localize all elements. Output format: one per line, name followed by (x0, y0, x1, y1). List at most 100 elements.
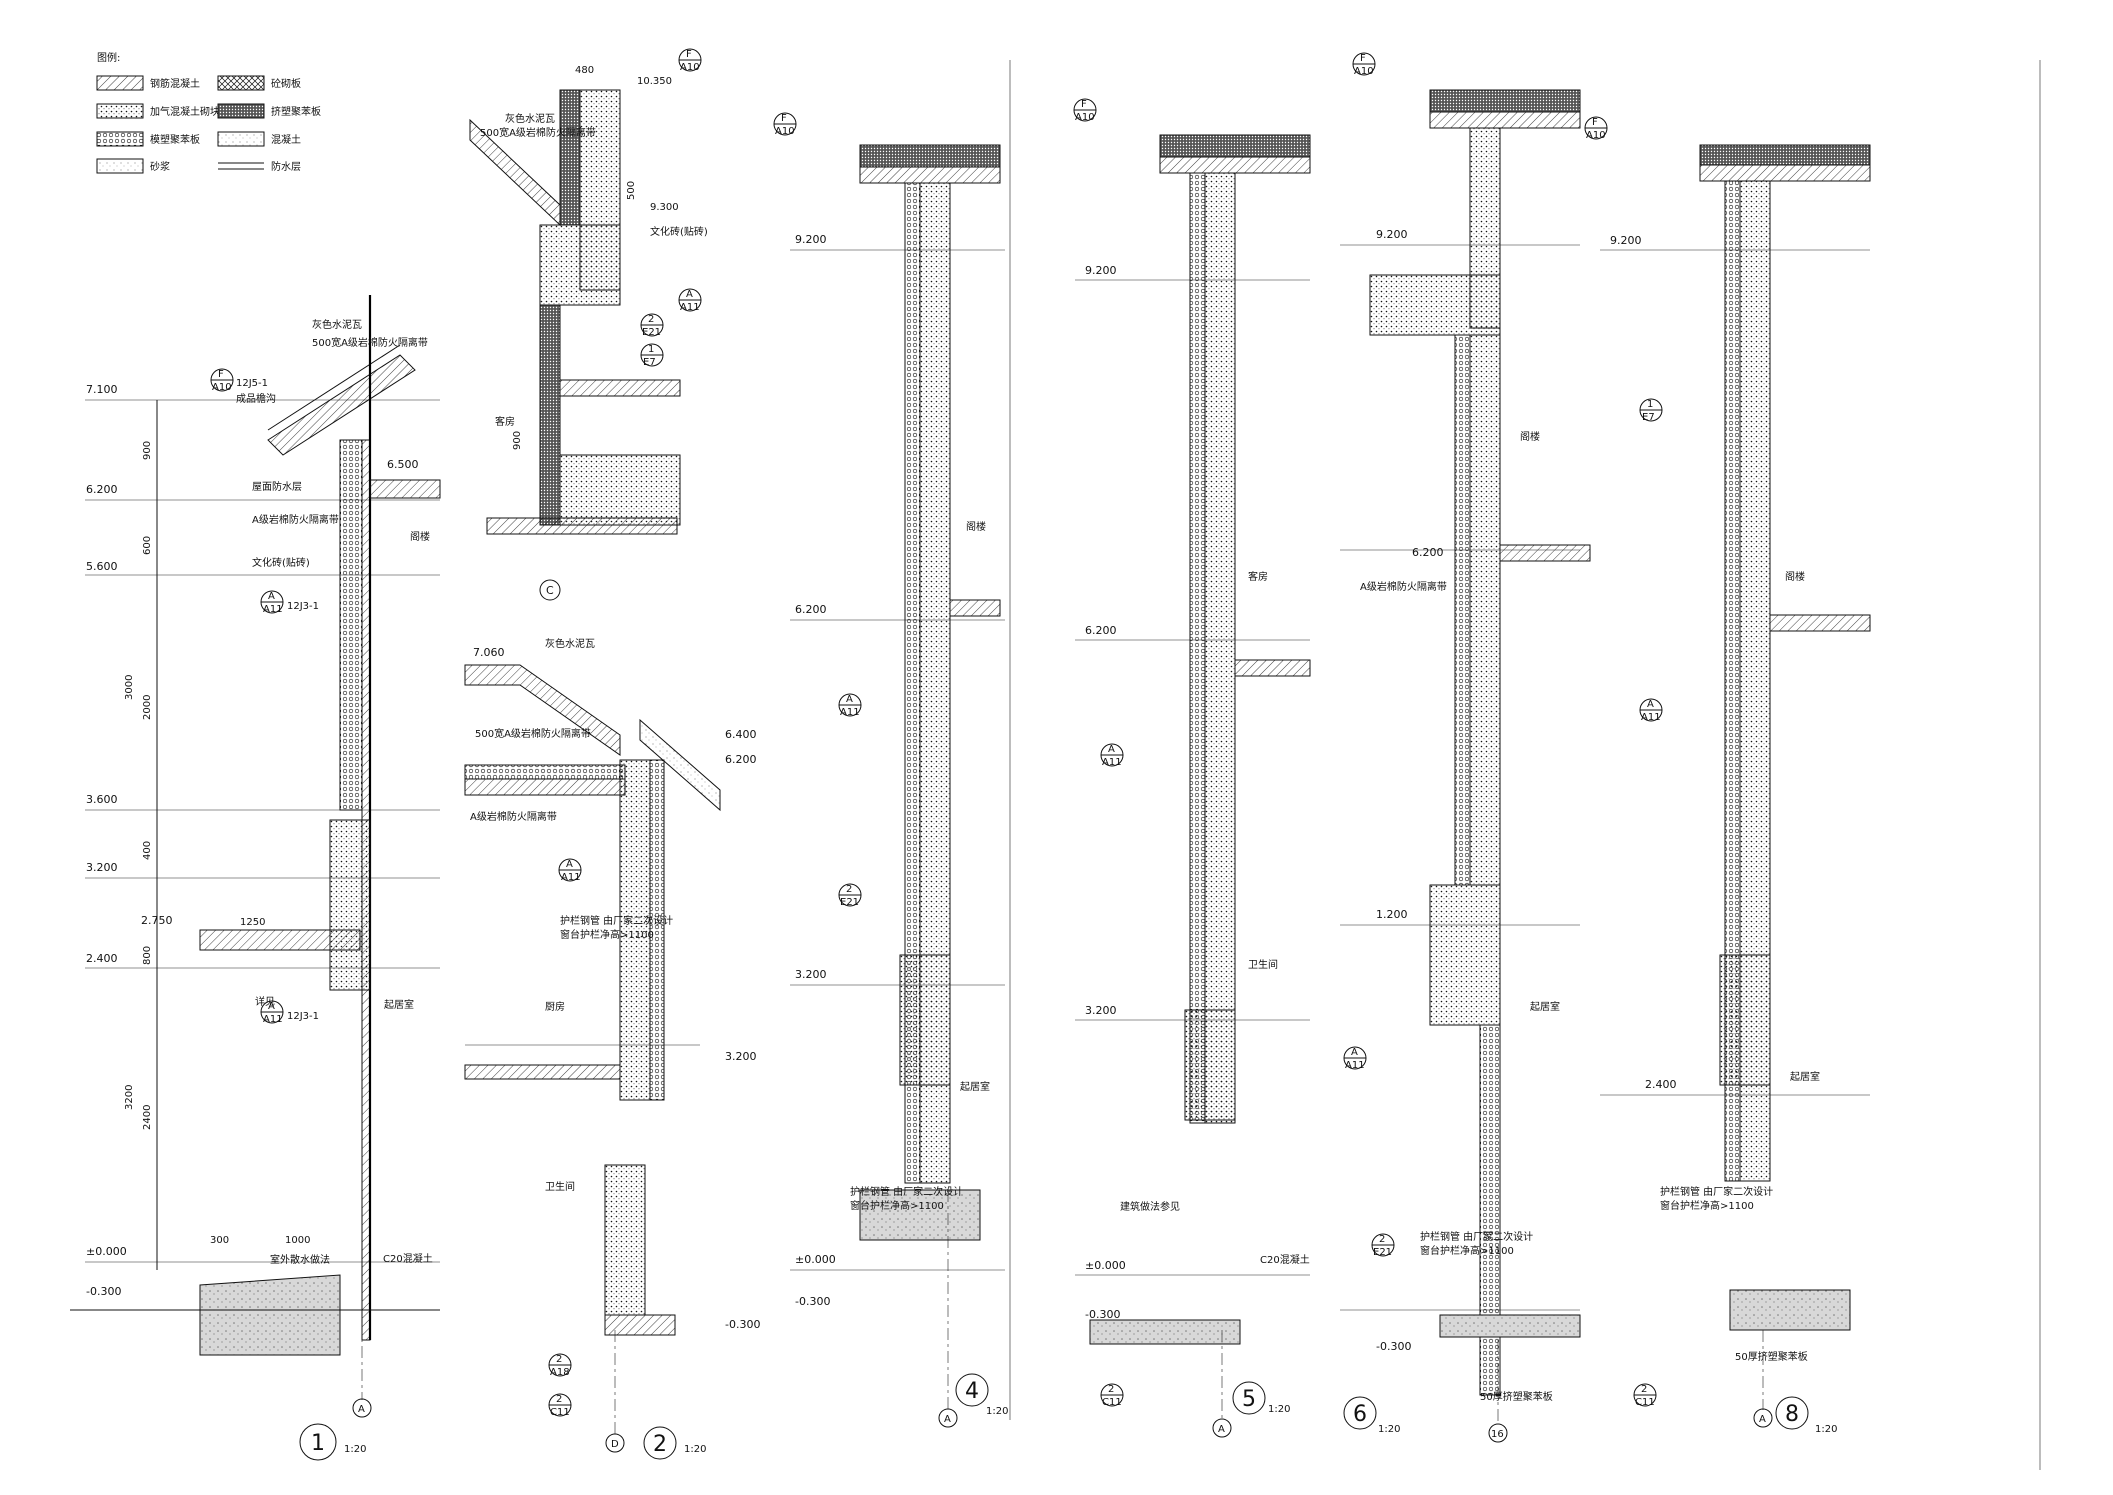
detail-bubble (299, 1423, 337, 1461)
dim-text: 2000 (142, 695, 153, 720)
svg-text:A10: A10 (1586, 130, 1606, 141)
wall-insulation (649, 759, 665, 1101)
room-label: 卫生间 (545, 1180, 575, 1193)
axis-bubble (1212, 1418, 1232, 1438)
note: 50厚挤塑聚苯板 (1735, 1350, 1808, 1363)
note: 50厚挤塑聚苯板 (1480, 1390, 1553, 1403)
legend-swatch-plain-concrete (217, 131, 265, 147)
elevation-label: 6.200 (795, 603, 827, 616)
elevation-marks (85, 399, 440, 1263)
detail-number: 8 (1785, 1402, 1799, 1427)
detail-6: 9.200 6.200 1.200 -0.300 阁楼 起居室 A级岩棉防火隔离… (1340, 52, 1591, 1443)
svg-text:2: 2 (556, 1394, 562, 1405)
ref-bubble: F A10 (773, 112, 797, 137)
elevation-label: -0.300 (1085, 1308, 1120, 1321)
note: 室外散水做法 (270, 1253, 330, 1266)
legend-swatch-xps (217, 103, 265, 119)
ground-fill (1729, 1289, 1851, 1331)
roof-slab (464, 664, 621, 756)
note: C20混凝土 (383, 1252, 433, 1265)
axis-label: A (1218, 1424, 1225, 1435)
svg-text:F: F (218, 369, 224, 380)
legend-label: 砂浆 (150, 160, 170, 173)
ref-bubble: 2 E21 (1371, 1233, 1395, 1258)
ref-bubble: A A11 (1343, 1046, 1367, 1071)
elevation-label: -0.300 (795, 1295, 830, 1308)
floor-slab (949, 599, 1001, 617)
ref-bubble: 2 C11 (1100, 1383, 1124, 1408)
note: 屋面防水层 (252, 480, 302, 493)
dim-text: 灰色水泥瓦 (545, 637, 595, 650)
legend-swatch-mortar (96, 158, 144, 174)
dim-text: 1000 (285, 1235, 310, 1246)
elevation-label: 6.200 (1085, 624, 1117, 637)
detail-number: C (546, 584, 554, 597)
elevation-label: 3.200 (86, 861, 118, 874)
sill-block (1719, 954, 1771, 1086)
roof-insulation (1159, 134, 1311, 158)
note: 护栏钢管 由厂家二次设计 (850, 1185, 963, 1198)
svg-text:F: F (1081, 99, 1087, 110)
elevation-label: 9.200 (1376, 228, 1408, 241)
note: 500宽A级岩棉防火隔离带 (312, 336, 428, 349)
roof-slab (267, 354, 416, 456)
dim-text: 900 (142, 441, 153, 460)
elevation-label: 1.200 (1376, 908, 1408, 921)
note: 灰色水泥瓦 (505, 112, 555, 125)
ref-bubble: A A11 (1100, 743, 1124, 768)
note: 护栏钢管 由厂家二次设计 (560, 914, 673, 927)
detail-bubble (1232, 1381, 1266, 1415)
svg-text:E21: E21 (840, 897, 859, 908)
svg-text:A11: A11 (1641, 712, 1661, 723)
note: 500宽A级岩棉防火隔离带 (480, 126, 596, 139)
detail-bubble (1775, 1396, 1809, 1430)
elevation-label: 3.200 (725, 1050, 757, 1063)
roof-slab (1159, 156, 1311, 174)
detail-number: 6 (1353, 1402, 1367, 1427)
legend-swatch-eps (96, 131, 144, 147)
note: A级岩棉防火隔离带 (470, 810, 557, 823)
ground-fill (1439, 1314, 1581, 1338)
detail-scale: 1:20 (1815, 1424, 1837, 1435)
svg-text:2: 2 (1641, 1384, 1647, 1395)
legend-label: 砼砌板 (271, 77, 301, 90)
note: 窗台护栏净高>1100 (1420, 1244, 1514, 1257)
window-sill-block (329, 819, 371, 991)
ref-bubble: A A11 12J3-1 (260, 590, 319, 615)
ref-bubble: F A10 (1584, 116, 1608, 141)
svg-text:A11: A11 (1102, 757, 1122, 768)
room-label: 起居室 (1790, 1070, 1820, 1083)
svg-text:F: F (781, 113, 787, 124)
roof-slab (859, 166, 1001, 184)
roof-insulation (464, 764, 626, 780)
dim-text: 300 (210, 1235, 229, 1246)
dim-text: 9.300 (650, 202, 679, 213)
legend-label: 加气混凝土砌块 (150, 105, 220, 118)
legend-swatch-block (217, 75, 265, 91)
dim-text: 400 (142, 841, 153, 860)
detail-number: 1 (311, 1431, 325, 1456)
svg-text:A: A (268, 591, 275, 602)
legend-label: 挤塑聚苯板 (271, 105, 321, 118)
svg-text:A: A (1108, 744, 1115, 755)
wall-insulation (1724, 180, 1741, 1182)
elevation-label: 3.600 (86, 793, 118, 806)
ref-bubble: A A11 (678, 288, 702, 313)
elevation-label: 7.060 (473, 646, 505, 659)
room-label: 起居室 (1530, 1000, 1560, 1013)
note: C20混凝土 (1260, 1253, 1310, 1266)
detail-scale: 1:20 (1268, 1404, 1290, 1415)
axis-bubble (1488, 1423, 1508, 1443)
room-label: 阁楼 (1520, 430, 1540, 443)
roof-slab (1699, 164, 1871, 182)
note: 文化砖(贴砖) (252, 556, 310, 569)
svg-text:2: 2 (846, 884, 852, 895)
svg-text:A11: A11 (561, 872, 581, 883)
note: 护栏钢管 由厂家二次设计 (1660, 1185, 1773, 1198)
note: A级岩棉防火隔离带 (252, 513, 339, 526)
note: 建筑做法参见 (1120, 1200, 1180, 1213)
elevation-label: 7.100 (86, 383, 118, 396)
ref-bubble: A A11 (1639, 698, 1663, 723)
svg-text:E7: E7 (1642, 412, 1655, 423)
ref-bubble: F A10 12J5-1 (210, 368, 268, 393)
